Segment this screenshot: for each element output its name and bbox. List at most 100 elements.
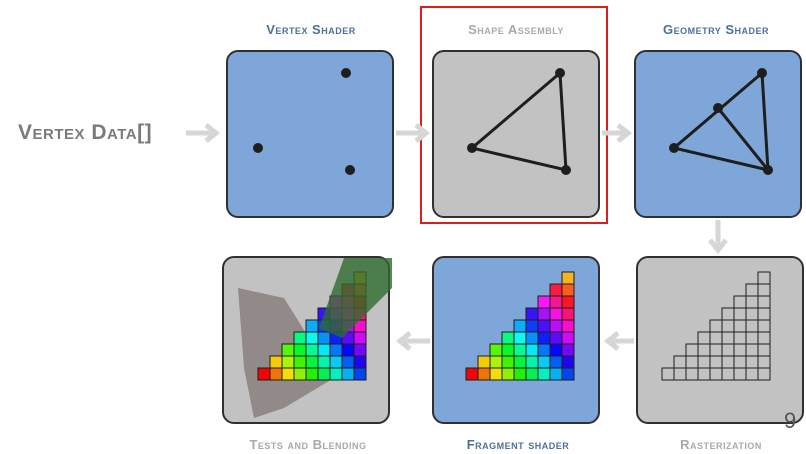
shape-assembly-box	[432, 50, 600, 218]
fragment-cell	[757, 343, 771, 357]
fragment-cell	[537, 331, 551, 345]
fragment-cell	[549, 367, 563, 381]
vertex-points-icon	[253, 68, 355, 175]
fragment-cell	[721, 331, 735, 345]
fragment-cell	[745, 319, 759, 333]
fragment-cell	[721, 319, 735, 333]
fragment-cell	[305, 331, 319, 345]
fragment-cell	[745, 367, 759, 381]
fragment-cell	[733, 295, 747, 309]
fragment-cell	[465, 367, 479, 381]
fragment-cell	[305, 355, 319, 369]
arrow-right-icon	[602, 123, 633, 143]
triangle-icon	[467, 68, 571, 175]
green-overlay-shape	[319, 258, 392, 338]
fragment-cell	[757, 319, 771, 333]
fragment-cell	[709, 367, 723, 381]
fragment-cell	[281, 343, 295, 357]
fragment-cell	[305, 367, 319, 381]
page-number: 9	[784, 408, 797, 433]
fragment-cell	[329, 367, 343, 381]
fragment-cell	[477, 367, 491, 381]
fragment-cell	[513, 367, 527, 381]
fragment-cell	[501, 355, 515, 369]
shape-assembly-title: Shape Assembly	[468, 22, 564, 37]
fragment-cell	[317, 343, 331, 357]
fragment-cell	[329, 343, 343, 357]
fragment-cell	[513, 355, 527, 369]
fragment-cell	[501, 331, 515, 345]
fragment-cell	[549, 283, 563, 297]
arrow-right-icon	[396, 123, 431, 143]
fragment-cell	[733, 367, 747, 381]
fragment-cell	[685, 343, 699, 357]
fragment-cell	[721, 355, 735, 369]
fragment-cell	[525, 343, 539, 357]
fragment-cell	[341, 367, 355, 381]
fragment-cell	[537, 319, 551, 333]
fragment-cell	[733, 319, 747, 333]
fragment-cell	[269, 355, 283, 369]
fragment-cell	[293, 343, 307, 357]
fragment-cell	[525, 367, 539, 381]
fragment-cell	[537, 307, 551, 321]
vertex-shader-box	[226, 50, 394, 218]
fragment-cell	[745, 307, 759, 321]
fragment-cell	[561, 295, 575, 309]
fragment-cell	[269, 367, 283, 381]
arrow-left-icon	[603, 331, 634, 351]
tests-blending-box	[222, 256, 392, 424]
fragment-cell	[305, 319, 319, 333]
fragment-cell	[673, 355, 687, 369]
fragment-cell	[721, 367, 735, 381]
subdivided-triangle-icon	[669, 68, 773, 175]
tests-blending-title: Tests and Blending	[249, 437, 367, 452]
fragment-cell	[561, 331, 575, 345]
fragment-cell	[317, 331, 331, 345]
fragment-cell	[709, 343, 723, 357]
fragment-shader-title: Fragment shader	[466, 437, 570, 452]
fragment-cell	[745, 355, 759, 369]
fragment-cell	[293, 367, 307, 381]
arrow-left-icon	[395, 331, 430, 351]
fragment-cell	[489, 355, 503, 369]
fragment-cell	[733, 343, 747, 357]
fragment-cell	[697, 355, 711, 369]
vertex-data-label: Vertex Data[]	[18, 121, 153, 144]
fragment-cell	[745, 295, 759, 309]
rasterization-box	[636, 256, 804, 424]
fragment-cell	[293, 355, 307, 369]
vertex-shader-title: Vertex Shader	[266, 22, 356, 37]
geometry-shader-title: Geometry Shader	[662, 22, 770, 37]
fragment-cell	[757, 271, 771, 285]
fragment-cell	[489, 343, 503, 357]
fragment-cell	[745, 331, 759, 345]
fragment-cell	[561, 307, 575, 321]
fragment-cell	[733, 331, 747, 345]
fragment-cell	[721, 307, 735, 321]
fragment-cell	[525, 331, 539, 345]
fragment-cell	[757, 307, 771, 321]
fragment-cell	[549, 343, 563, 357]
fragment-cell	[745, 343, 759, 357]
arrow-down-icon	[708, 220, 728, 255]
fragment-cell	[549, 331, 563, 345]
raster-grid-icon	[661, 271, 771, 381]
fragment-cell	[305, 343, 319, 357]
fragment-cell	[709, 355, 723, 369]
fragment-cell	[513, 331, 527, 345]
fragment-cell	[537, 367, 551, 381]
fragment-cell	[685, 355, 699, 369]
fragment-cell	[513, 343, 527, 357]
fragment-cell	[549, 355, 563, 369]
blended-fragments-icon	[238, 258, 392, 418]
fragment-cell	[501, 367, 515, 381]
fragment-cell	[281, 355, 295, 369]
fragment-cell	[549, 307, 563, 321]
arrow-right-icon	[186, 123, 221, 143]
fragment-cell	[757, 331, 771, 345]
fragment-cell	[489, 367, 503, 381]
fragment-cell	[513, 319, 527, 333]
fragment-cell	[757, 283, 771, 297]
fragment-cell	[685, 367, 699, 381]
